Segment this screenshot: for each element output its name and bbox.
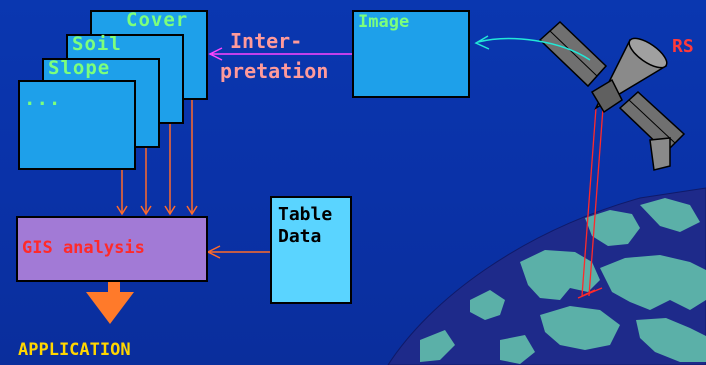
image-box: Image	[352, 10, 470, 98]
application-arrow	[86, 278, 134, 324]
rs-beam	[577, 107, 604, 299]
interpretation-line2: pretation	[220, 59, 329, 83]
interpretation-arrowhead	[208, 47, 223, 61]
earth-land	[420, 198, 706, 364]
table-data-box: Table Data	[270, 196, 352, 304]
layer-soil-label: Soil	[72, 33, 122, 55]
interpretation-label: Inter- pretation	[220, 26, 328, 86]
table-data-line1: Table	[278, 204, 333, 225]
layer-more-label: ...	[24, 88, 62, 110]
gis-analysis-box: GIS analysis	[16, 216, 208, 282]
image-label: Image	[358, 12, 410, 32]
image-arrow	[477, 37, 591, 61]
table-data-line2: Data	[278, 226, 322, 247]
satellite-icon	[538, 20, 686, 171]
interpretation-line1: Inter-	[230, 29, 303, 53]
layer-cover-label: Cover	[126, 9, 189, 31]
layer-slope-label: Slope	[48, 57, 111, 79]
table-data-label: Table Data	[278, 204, 332, 248]
rs-label: RS	[672, 36, 694, 57]
gis-analysis-label: GIS analysis	[22, 238, 145, 258]
application-label: APPLICATION	[18, 340, 131, 360]
layer-more: ...	[18, 80, 136, 170]
image-arrowhead	[474, 35, 490, 50]
table-to-gis-arrowhead	[206, 245, 221, 259]
layer-to-gis-arrows	[116, 100, 198, 216]
